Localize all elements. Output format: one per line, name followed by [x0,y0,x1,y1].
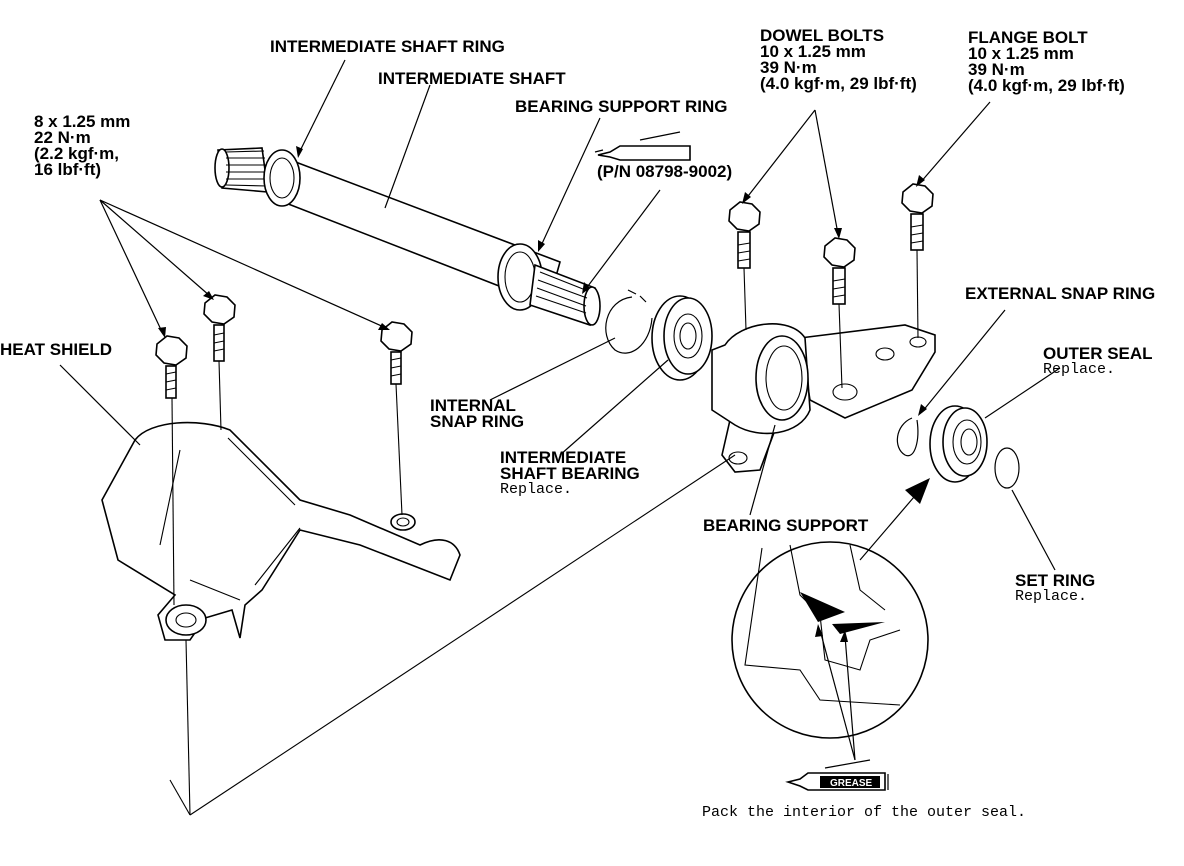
heat-shield [101,421,461,641]
spec-dowel-bolts: DOWEL BOLTS 10 x 1.25 mm 39 N·m (4.0 kgf… [760,26,917,93]
spec-line: 10 x 1.25 mm [760,42,866,61]
label-line: INTERMEDIATE [500,448,627,467]
label-outer-seal: OUTER SEAL Replace. [1043,344,1153,378]
bolt-heat-shield-1 [155,335,188,399]
label-intermediate-shaft: INTERMEDIATE SHAFT [378,69,566,88]
dowel-bolt-1 [728,201,761,269]
spec-line: 16 lbf·ft) [34,160,102,179]
label-line: SHAFT BEARING [500,464,640,483]
intermediate-shaft [214,147,601,327]
spec-title: FLANGE BOLT [968,28,1088,47]
label-line: SNAP RING [430,412,525,431]
replace-note: Replace. [1015,588,1088,605]
label-line: OUTER SEAL [1043,344,1153,363]
spec-line: 8 x 1.25 mm [34,112,131,131]
bolt-heat-shield-3 [380,321,413,385]
label-grease-part-number: (P/N 08798-9002) [597,162,733,181]
external-snap-ring [896,417,919,457]
seal-detail-inset [731,478,930,739]
spec-line: 10 x 1.25 mm [968,44,1074,63]
label-bearing-support-ring: BEARING SUPPORT RING [515,97,728,116]
leader-lines [59,59,1061,816]
spec-line: (2.2 kgf·m, [34,144,120,163]
spec-heat-shield-bolts: 8 x 1.25 mm 22 N·m (2.2 kgf·m, 16 lbf·ft… [34,112,131,179]
spec-line: 39 N·m [760,58,817,77]
caption-pack-outer-seal: Pack the interior of the outer seal. [702,804,1027,821]
intermediate-shaft-bearing [651,295,713,381]
label-bearing-support: BEARING SUPPORT [703,516,869,535]
label-set-ring: SET RING Replace. [1015,571,1096,605]
bearing-support [711,323,936,473]
outer-seal [929,405,988,483]
spec-flange-bolt: FLANGE BOLT 10 x 1.25 mm 39 N·m (4.0 kgf… [968,28,1125,95]
label-heat-shield: HEAT SHIELD [0,340,113,359]
spec-line: (4.0 kgf·m, 29 lbf·ft) [968,76,1125,95]
grease-tube-icon: G R E A S E [594,131,691,161]
label-external-snap-ring: EXTERNAL SNAP RING [965,284,1156,303]
internal-snap-ring [605,289,653,354]
svg-text:G R E A S E: G R E A S E [628,149,684,160]
spec-line: (4.0 kgf·m, 29 lbf·ft) [760,74,917,93]
label-intermediate-shaft-bearing: INTERMEDIATE SHAFT BEARING Replace. [500,448,640,498]
label-line: SET RING [1015,571,1096,590]
spec-line: 22 N·m [34,128,91,147]
label-intermediate-shaft-ring: INTERMEDIATE SHAFT RING [270,37,505,56]
flange-bolt [901,183,934,251]
svg-text:GREASE: GREASE [830,778,873,789]
replace-note: Replace. [500,481,573,498]
label-line: INTERNAL [430,396,516,415]
label-internal-snap-ring: INTERNAL SNAP RING [430,396,525,431]
replace-note: Replace. [1043,361,1116,378]
spec-line: 39 N·m [968,60,1025,79]
spec-title: DOWEL BOLTS [760,26,885,45]
set-ring [994,447,1020,489]
dowel-bolt-2 [823,237,856,305]
bolt-heat-shield-2 [203,294,236,362]
grease-tube-icon-2: GREASE [785,759,889,791]
